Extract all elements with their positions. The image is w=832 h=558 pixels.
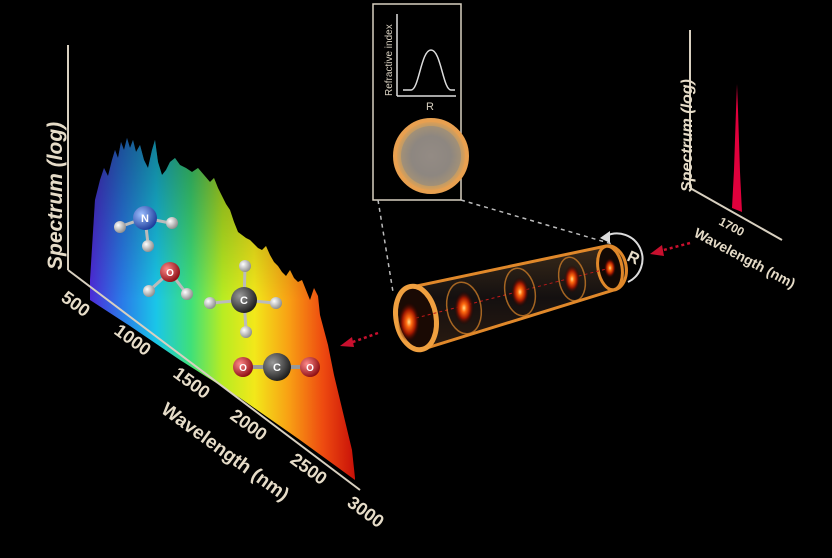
- mode-spot: [564, 265, 580, 293]
- tick-label-500: 500: [58, 287, 94, 321]
- inset-y-label: Refractive index: [384, 24, 395, 96]
- hydrogen-atom: [240, 326, 252, 338]
- molecule-nh3: N: [114, 206, 178, 252]
- oxygen-symbol: O: [239, 363, 247, 374]
- broadband-spectrum: Spectrum (log) 500 1000 1500 2000 2500 3…: [44, 45, 388, 532]
- output-arrow: [340, 331, 379, 347]
- connector-line: [460, 199, 613, 245]
- x-axis-line: [67, 269, 361, 491]
- mode-spot: [398, 302, 420, 342]
- pump-x-axis-label: Wavelength (nm): [692, 225, 799, 292]
- oxygen-atom: [233, 357, 253, 377]
- hollow-core-fiber: R: [393, 231, 644, 353]
- mode-spot: [511, 277, 529, 307]
- inset-x-label: R: [426, 101, 434, 113]
- pump-x-axis-line: [689, 187, 783, 241]
- input-arrow: [650, 241, 691, 256]
- hydrogen-atom: [114, 221, 126, 233]
- carbon-symbol: C: [240, 295, 248, 307]
- carbon-symbol: C: [273, 362, 281, 374]
- carbon-atom: [231, 287, 257, 313]
- molecule-ch4: C: [204, 260, 282, 338]
- nitrogen-atom: [133, 206, 157, 230]
- pump-spectrum: Spectrum (log) 1700 Wavelength (nm): [679, 30, 798, 291]
- mode-spot: [454, 291, 474, 325]
- molecule-h2o: O: [143, 262, 193, 300]
- tick-label-3000: 3000: [344, 492, 388, 532]
- connector-line: [377, 199, 394, 293]
- hydrogen-atom: [204, 297, 216, 309]
- y-axis-label: Spectrum (log): [44, 122, 67, 270]
- refractive-index-inset: Refractive index R: [372, 3, 469, 201]
- oxygen-atom: [300, 357, 320, 377]
- hydrogen-atom: [143, 285, 155, 297]
- nitrogen-symbol: N: [141, 213, 149, 225]
- hydrogen-atom: [181, 288, 193, 300]
- mode-spot: [604, 258, 616, 278]
- pump-y-axis-label: Spectrum (log): [679, 79, 696, 192]
- radius-arc: [605, 232, 644, 283]
- pump-peak: [732, 84, 742, 212]
- radius-arrowhead: [600, 231, 610, 243]
- hydrogen-atom: [166, 217, 178, 229]
- oxygen-symbol: O: [306, 363, 314, 374]
- hydrogen-atom: [142, 240, 154, 252]
- molecule-co2: O C O: [233, 353, 320, 381]
- hydrogen-atom: [239, 260, 251, 272]
- index-profile-curve: [403, 49, 455, 91]
- hydrogen-atom: [270, 297, 282, 309]
- oxygen-symbol: O: [166, 268, 174, 279]
- carbon-atom: [263, 353, 291, 381]
- oxygen-atom: [160, 262, 180, 282]
